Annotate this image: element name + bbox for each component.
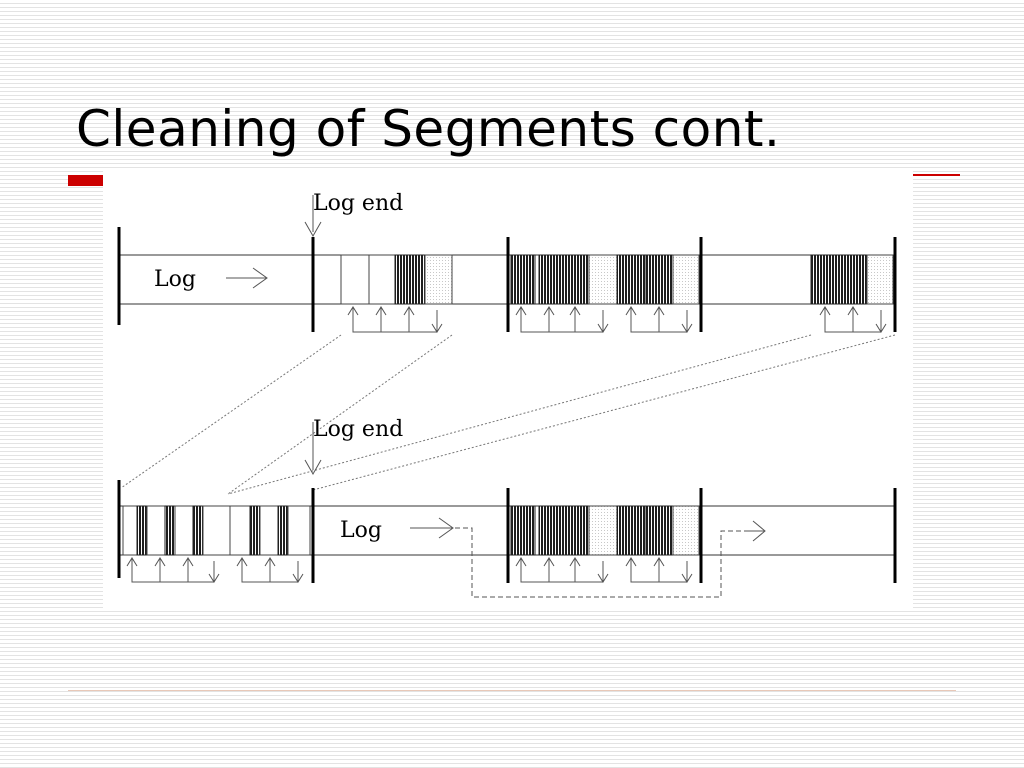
bottom-segment-summary-arrows [126,557,693,583]
top-segment-2-blocks [340,254,453,305]
title-accent-bar [68,175,110,186]
top-log-diagram: Log Log end [117,191,897,333]
bottom-log-diagram: Log Log end [117,417,897,598]
bottom-compacted-segment-blocks [122,505,311,556]
top-segment-3-blocks [510,254,700,305]
bottom-log-direction-arrow [410,517,454,539]
bottom-log-end-arrow [304,422,322,476]
top-segment-4-blocks [810,254,894,305]
bottom-segment-3-blocks [510,505,700,556]
top-segment-summary-arrows [347,306,887,333]
bottom-log-label: Log [340,518,382,543]
top-log-end-label: Log end [313,191,403,216]
log-skip-dashed-arrow [455,520,766,598]
log-cleaning-diagram: Log Log end [103,170,913,608]
top-log-label: Log [154,267,196,292]
slide-title: Cleaning of Segments cont. [76,100,781,158]
top-log-direction-arrow [226,267,268,289]
title-accent-line [910,174,960,176]
top-log-end-arrow [304,195,322,238]
footer-divider [68,690,956,691]
bottom-log-end-label: Log end [313,417,403,442]
cleaning-copy-lines [120,334,896,495]
